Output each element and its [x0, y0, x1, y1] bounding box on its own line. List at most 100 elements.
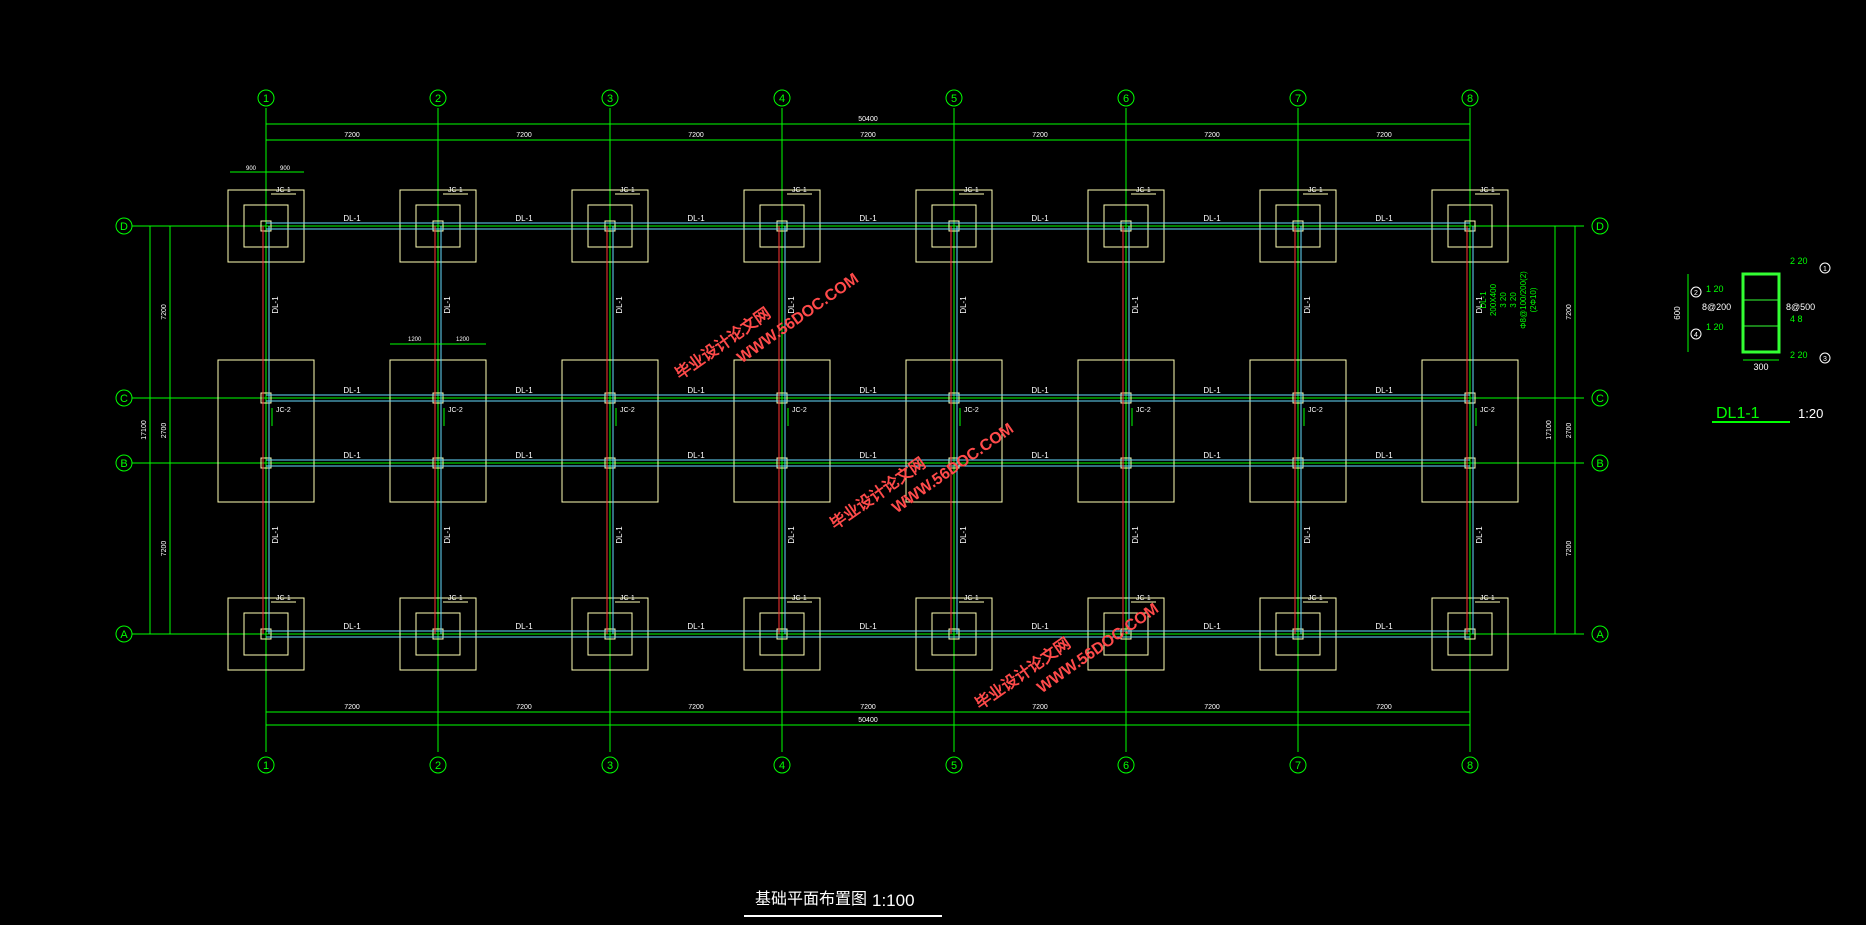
- axis-bubble-2: [429, 89, 447, 107]
- foundation-label: JC-1: [1136, 187, 1151, 194]
- section-marker-num: 1: [1823, 266, 1827, 273]
- beam-label-vertical: DL-1: [271, 526, 280, 544]
- footing-outer: [1431, 189, 1509, 263]
- footing-inner: [759, 612, 805, 656]
- axis-letter-C: C: [120, 393, 128, 405]
- footing-outer: [915, 189, 993, 263]
- dim-side-total: 17100: [141, 420, 148, 440]
- axis-bubble-C: [1591, 389, 1609, 407]
- column: [776, 220, 788, 232]
- axis-bubble-5: [945, 756, 963, 774]
- column: [260, 392, 272, 404]
- column: [776, 457, 788, 469]
- dim-bay: 7200: [1376, 132, 1392, 139]
- dim-bay: 7200: [516, 132, 532, 139]
- beam-label-vertical: DL-1: [959, 296, 968, 314]
- section-marker: [1819, 262, 1831, 274]
- foundation-label: JC-1: [276, 595, 291, 602]
- section-width: 300: [1753, 362, 1768, 372]
- dim-footing-b: 900: [280, 166, 291, 172]
- inner-label: JC-2: [1136, 407, 1151, 414]
- dim-bay: 7200: [516, 704, 532, 711]
- dim-bay: 7200: [1032, 704, 1048, 711]
- drawing-title-block: 基础平面布置图 1:100: [744, 890, 942, 917]
- section-note: 1 20: [1706, 322, 1724, 332]
- beam-label: DL-1: [687, 386, 705, 395]
- footing-inner: [415, 204, 461, 248]
- footing-inner: [1275, 612, 1321, 656]
- beam-note-line: 3 20: [1499, 292, 1508, 308]
- footing-inner: [759, 204, 805, 248]
- section-note: 1 20: [1706, 284, 1724, 294]
- dim-bay: 7200: [1204, 132, 1220, 139]
- dim-side: 2700: [1566, 423, 1573, 439]
- column: [1292, 392, 1304, 404]
- dim-bay: 7200: [860, 132, 876, 139]
- section-marker-num: 2: [1694, 290, 1698, 297]
- axis-letter-A: A: [1596, 629, 1604, 641]
- beam-label: DL-1: [1031, 214, 1049, 223]
- footing-outer: [399, 189, 477, 263]
- axis-letter-D: D: [1596, 221, 1604, 233]
- beam-label: DL-1: [343, 622, 361, 631]
- footing-outer: [1431, 597, 1509, 671]
- footing-inner: [1275, 204, 1321, 248]
- footing-outer: [915, 597, 993, 671]
- column: [1292, 457, 1304, 469]
- foundation-label: JC-1: [448, 187, 463, 194]
- beam-label: DL-1: [1031, 451, 1049, 460]
- footing-outer: [571, 597, 649, 671]
- section-bars-top: 2 20: [1790, 256, 1808, 266]
- beam-label: DL-1: [687, 214, 705, 223]
- combined-footing: [905, 359, 1003, 503]
- column: [948, 220, 960, 232]
- dim-side-total: 17100: [1546, 420, 1553, 440]
- footing-inner: [1103, 204, 1149, 248]
- dim-bay: 7200: [688, 132, 704, 139]
- beam-label-vertical: DL-1: [443, 526, 452, 544]
- footing-inner: [415, 612, 461, 656]
- footing-outer: [1259, 597, 1337, 671]
- drawing-scale: 1:100: [872, 891, 915, 910]
- axis-number-3: 3: [607, 760, 613, 772]
- axis-bubble-7: [1289, 89, 1307, 107]
- dim-bay: 7200: [1032, 132, 1048, 139]
- axis-letter-C: C: [1596, 393, 1604, 405]
- axis-number-3: 3: [607, 93, 613, 105]
- inner-label: JC-2: [964, 407, 979, 414]
- column: [260, 628, 272, 640]
- inner-label: JC-2: [792, 407, 807, 414]
- beam-note-line: Φ8@100/200(2): [1519, 271, 1528, 329]
- beam-label-vertical: DL-1: [1303, 296, 1312, 314]
- axis-number-4: 4: [779, 93, 785, 105]
- footing-outer: [571, 189, 649, 263]
- axis-number-1: 1: [263, 93, 269, 105]
- column: [948, 457, 960, 469]
- inner-label: JC-2: [1480, 407, 1495, 414]
- beam-label: DL-1: [1375, 386, 1393, 395]
- foundation-label: JC-1: [1308, 595, 1323, 602]
- foundation-label: JC-1: [1308, 187, 1323, 194]
- beam-label-vertical: DL-1: [787, 526, 796, 544]
- dim-bay: 7200: [344, 704, 360, 711]
- dim-bay: 7200: [688, 704, 704, 711]
- foundation-label: JC-1: [964, 187, 979, 194]
- inner-label: JC-2: [620, 407, 635, 414]
- footing-inner: [1447, 204, 1493, 248]
- axis-bubble-A: [1591, 625, 1609, 643]
- beam-label-vertical: DL-1: [1131, 296, 1140, 314]
- column: [1120, 457, 1132, 469]
- combined-footing: [1421, 359, 1519, 503]
- axis-number-8: 8: [1467, 93, 1473, 105]
- footing-inner: [1447, 612, 1493, 656]
- beam-label-vertical: DL-1: [443, 296, 452, 314]
- axis-letter-B: B: [1596, 458, 1603, 470]
- axis-number-5: 5: [951, 93, 957, 105]
- beam-label-vertical: DL-1: [787, 296, 796, 314]
- column: [1464, 392, 1476, 404]
- section-bars-bottom: 2 20: [1790, 350, 1808, 360]
